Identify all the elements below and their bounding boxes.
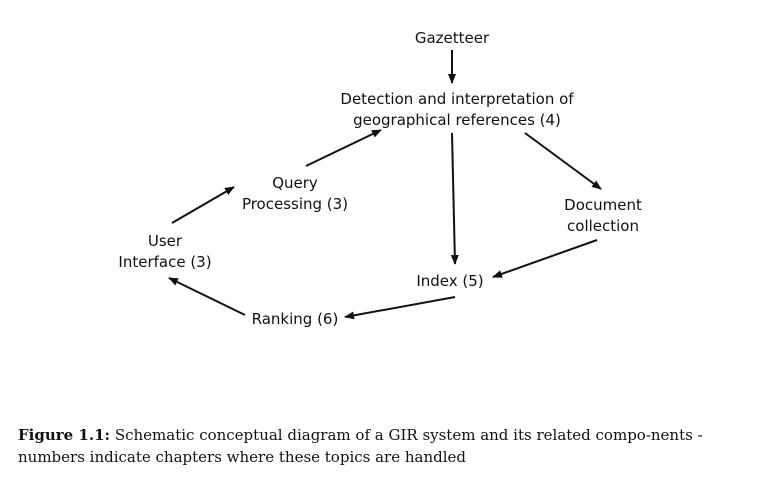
figure-caption: Figure 1.1: Schematic conceptual diagram…	[18, 424, 758, 468]
node-detection-line1: Detection and interpretation of	[340, 90, 574, 108]
arrow-detection-to-index	[450, 132, 459, 265]
node-user-line2: Interface (3)	[118, 253, 211, 271]
node-document-line1: Document	[564, 196, 642, 214]
arrow-detection-to-document	[524, 132, 602, 190]
node-gazetteer: Gazetteer	[415, 29, 490, 47]
node-user-line1: User	[148, 232, 183, 250]
figure-caption-label: Figure 1.1:	[18, 426, 111, 444]
arrow-index-to-ranking	[344, 296, 456, 320]
arrow-ranking-to-user	[168, 277, 246, 316]
node-index: Index (5)	[416, 272, 483, 290]
node-ranking: Ranking (6)	[252, 310, 339, 328]
node-query-line2: Processing (3)	[242, 195, 348, 213]
figure-caption-text: Schematic conceptual diagram of a GIR sy…	[18, 426, 703, 466]
arrow-query-to-detection	[305, 129, 382, 167]
node-document-collection: Document collection	[564, 196, 642, 235]
node-user-interface: User Interface (3)	[118, 232, 211, 271]
node-detection: Detection and interpretation of geograph…	[340, 90, 574, 129]
arrow-document-to-index	[492, 239, 598, 278]
node-query-line1: Query	[272, 174, 318, 192]
node-document-line2: collection	[567, 217, 639, 235]
node-detection-line2: geographical references (4)	[353, 111, 561, 129]
arrow-user-to-query	[171, 186, 235, 224]
node-query-processing: Query Processing (3)	[242, 174, 348, 213]
